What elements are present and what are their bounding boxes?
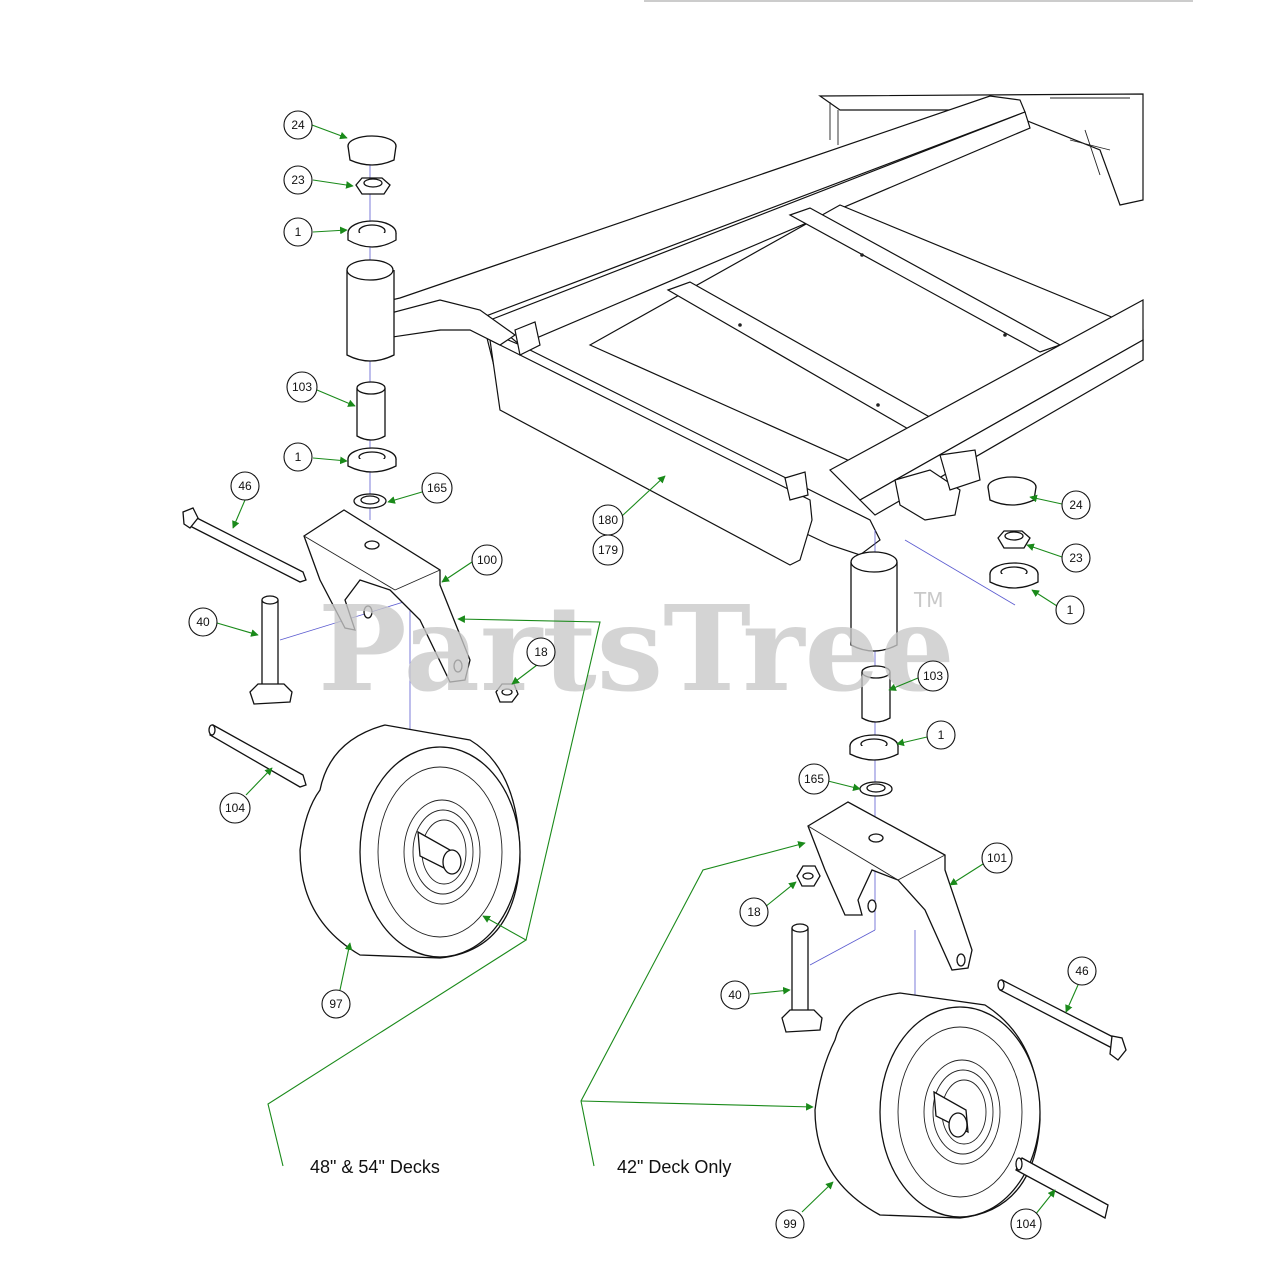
bushing-right <box>861 665 891 723</box>
caster-fork-left <box>303 509 471 683</box>
svg-text:1: 1 <box>1067 603 1074 617</box>
callout-18-right: 18 <box>739 897 769 927</box>
dust-cap-right <box>987 476 1037 506</box>
callout-104-right: 104 <box>1010 1208 1042 1240</box>
dust-cap-left <box>347 135 397 166</box>
callout-101: 101 <box>981 842 1013 874</box>
svg-text:179: 179 <box>598 543 618 557</box>
bearing-right-bottom <box>849 734 899 761</box>
watermark-trademark: TM <box>913 588 943 612</box>
bearing-left-bottom <box>347 447 397 473</box>
callout-1-left-top: 1 <box>283 217 313 247</box>
svg-text:23: 23 <box>291 173 305 187</box>
svg-text:23: 23 <box>1069 551 1083 565</box>
callout-24-right: 24 <box>1061 490 1091 520</box>
svg-text:24: 24 <box>1069 498 1083 512</box>
axle-bolt-left <box>182 507 307 583</box>
flange-nut-left <box>495 683 519 703</box>
callout-18-left: 18 <box>526 637 556 667</box>
seal-left <box>353 493 387 509</box>
bearing-right-top <box>989 562 1039 589</box>
watermark-text: PartsTree <box>318 579 955 718</box>
axle-bolt-right <box>997 979 1127 1061</box>
flange-nut-right <box>796 865 821 887</box>
svg-text:104: 104 <box>225 801 245 815</box>
right-caster-assembly <box>781 476 1127 1219</box>
spindle-bolt-left <box>249 595 293 705</box>
svg-text:1: 1 <box>938 728 945 742</box>
bearing-left-top <box>347 220 397 248</box>
svg-text:18: 18 <box>747 905 761 919</box>
svg-text:40: 40 <box>196 615 210 629</box>
spacer-left <box>208 724 307 788</box>
wheel-right <box>814 992 1041 1219</box>
note-48-54-decks: 48" & 54" Decks <box>310 1157 440 1177</box>
watermark: PartsTree TM <box>318 579 955 718</box>
svg-text:1: 1 <box>295 225 302 239</box>
callout-46-right: 46 <box>1067 956 1097 986</box>
callout-40-left: 40 <box>188 607 218 637</box>
svg-text:1: 1 <box>295 450 302 464</box>
callout-104-left: 104 <box>219 792 251 824</box>
callout-1-right-bottom: 1 <box>926 720 956 750</box>
callout-97: 97 <box>321 989 351 1019</box>
svg-text:46: 46 <box>1075 964 1089 978</box>
leaders <box>216 124 1079 1216</box>
callout-103-right: 103 <box>917 660 949 692</box>
callout-1-right-top: 1 <box>1055 595 1085 625</box>
callout-23-left: 23 <box>283 165 313 195</box>
callout-179: 179 <box>592 534 624 566</box>
callout-46-left: 46 <box>230 471 260 501</box>
svg-text:103: 103 <box>923 669 943 683</box>
callout-23-right: 23 <box>1061 543 1091 573</box>
svg-text:46: 46 <box>238 479 252 493</box>
wheel-left <box>299 724 521 959</box>
svg-text:40: 40 <box>728 988 742 1002</box>
svg-text:165: 165 <box>427 481 447 495</box>
lock-nut-right <box>997 530 1031 549</box>
lock-nut-left <box>355 177 391 195</box>
callout-165-left: 165 <box>421 472 453 504</box>
spacer-right <box>1015 1157 1109 1219</box>
callout-24-left: 24 <box>283 110 313 140</box>
svg-text:99: 99 <box>783 1217 797 1231</box>
svg-text:101: 101 <box>987 851 1007 865</box>
callout-1-left-bottom: 1 <box>283 442 313 472</box>
callout-103-left: 103 <box>286 371 318 403</box>
callout-99: 99 <box>775 1209 805 1239</box>
svg-text:18: 18 <box>534 645 548 659</box>
left-caster-assembly <box>182 135 521 959</box>
note-42-deck-only: 42" Deck Only <box>617 1157 731 1177</box>
mower-frame <box>369 93 1144 566</box>
callout-100: 100 <box>471 544 503 576</box>
callout-40-right: 40 <box>720 980 750 1010</box>
caster-fork-right <box>807 801 973 971</box>
pivot-tube-right <box>850 551 898 652</box>
svg-text:180: 180 <box>598 513 618 527</box>
svg-text:24: 24 <box>291 118 305 132</box>
callout-165-right: 165 <box>798 763 830 795</box>
seal-right <box>859 781 893 797</box>
svg-text:103: 103 <box>292 380 312 394</box>
spindle-bolt-right <box>781 923 823 1033</box>
bushing-left <box>356 381 386 441</box>
svg-text:104: 104 <box>1016 1217 1036 1231</box>
svg-text:165: 165 <box>804 772 824 786</box>
callout-180: 180 <box>592 504 624 536</box>
svg-text:97: 97 <box>329 997 343 1011</box>
pivot-tube-left <box>346 259 395 362</box>
svg-text:100: 100 <box>477 553 497 567</box>
